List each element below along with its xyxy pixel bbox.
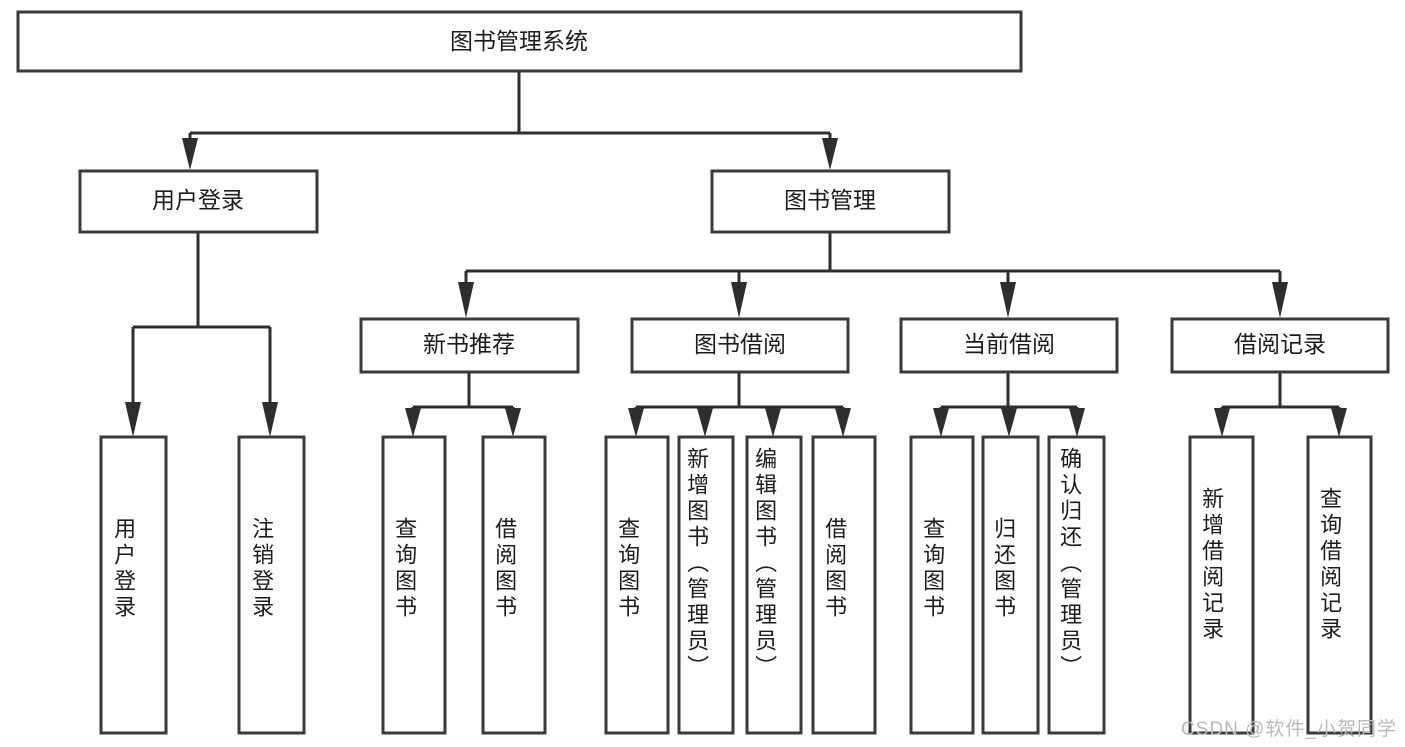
node-book-borrow[interactable]: 图书借阅 (630, 317, 850, 374)
node-leaf-return-book-box[interactable] (981, 435, 1040, 735)
arrow-to-leaf-confirm-return (1069, 408, 1085, 437)
arrow-to-user-login (182, 138, 198, 170)
arrow-to-leaf-query-book-3 (933, 408, 949, 437)
node-borrow-record-box[interactable] (1170, 317, 1390, 374)
arrow-to-borrow-record (1272, 282, 1288, 318)
node-book-borrow-box[interactable] (630, 317, 850, 374)
arrow-to-leaf-add-record (1214, 408, 1230, 437)
arrow-to-leaf-borrow-book-1 (505, 408, 521, 437)
node-leaf-edit-book-box[interactable] (745, 435, 803, 735)
arrow-to-book-manage (822, 138, 838, 170)
node-new-book-recommend-box[interactable] (359, 317, 580, 374)
node-leaf-query-record-box[interactable] (1306, 435, 1373, 735)
arrow-to-leaf-borrow-book-2 (835, 408, 851, 437)
arrow-to-leaf-query-book-2 (628, 408, 644, 437)
node-new-book-recommend[interactable]: 新书推荐 (359, 317, 580, 374)
node-root-box[interactable] (16, 10, 1023, 73)
arrow-to-book-borrow (731, 282, 747, 318)
node-leaf-query-book-3-box[interactable] (909, 435, 975, 735)
arrow-to-leaf-query-record (1331, 408, 1347, 437)
node-current-borrow-label: 当前借阅 (963, 331, 1055, 357)
node-leaf-query-book-2-box[interactable] (604, 435, 670, 735)
arrow-to-leaf-logout-login (262, 402, 278, 437)
arrow-to-current-borrow (1000, 282, 1016, 318)
arrow-to-leaf-add-book (697, 408, 713, 437)
arrow-to-new-book-recommend (458, 282, 474, 318)
node-borrow-record[interactable]: 借阅记录 (1170, 317, 1390, 374)
connector-layer (125, 72, 1347, 437)
node-leaf-logout-login-box[interactable] (237, 435, 306, 735)
node-current-borrow-box[interactable] (899, 317, 1119, 374)
arrow-to-leaf-user-login (125, 402, 141, 437)
watermark-text: CSDN @软件_小贺同学 (1181, 719, 1397, 740)
node-current-borrow[interactable]: 当前借阅 (899, 317, 1119, 374)
arrow-to-leaf-query-book-1 (405, 408, 421, 437)
node-leaf-add-book-box[interactable] (677, 435, 735, 735)
node-leaf-user-login-box[interactable] (99, 435, 168, 735)
node-leaf-query-book-1-box[interactable] (381, 435, 447, 735)
node-book-manage-label: 图书管理 (784, 187, 876, 213)
node-layer: 图书管理系统 用户登录 图书管理 新书推荐 图书借阅 (16, 10, 1390, 735)
node-book-manage[interactable]: 图书管理 (710, 169, 951, 234)
arrow-to-leaf-return-book (1001, 408, 1017, 437)
node-user-login-label: 用户登录 (152, 187, 244, 213)
node-borrow-record-label: 借阅记录 (1234, 331, 1326, 357)
node-leaf-confirm-return-box[interactable] (1047, 435, 1106, 735)
node-book-manage-box[interactable] (710, 169, 951, 234)
node-new-book-recommend-label: 新书推荐 (423, 331, 515, 357)
node-root-label: 图书管理系统 (450, 28, 588, 54)
node-root[interactable]: 图书管理系统 (16, 10, 1023, 73)
node-book-borrow-label: 图书借阅 (694, 331, 786, 357)
node-leaf-add-record-box[interactable] (1188, 435, 1255, 735)
node-leaf-borrow-book-2-box[interactable] (811, 435, 877, 735)
node-user-login-box[interactable] (78, 169, 319, 234)
node-leaf-borrow-book-1-box[interactable] (481, 435, 547, 735)
arrow-to-leaf-edit-book (765, 408, 781, 437)
node-user-login[interactable]: 用户登录 (78, 169, 319, 234)
